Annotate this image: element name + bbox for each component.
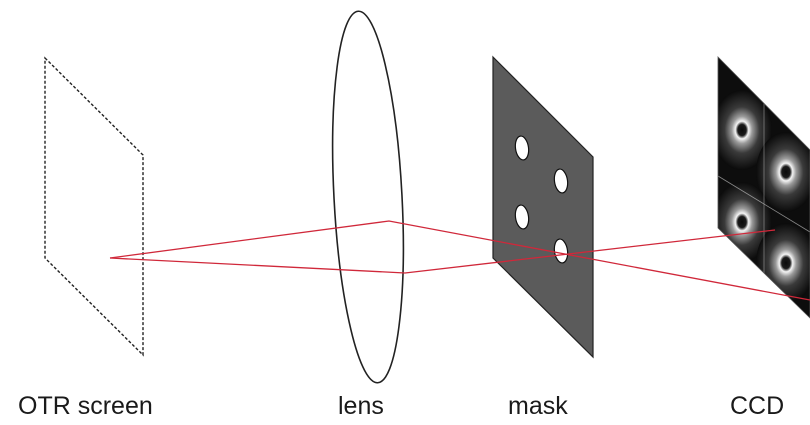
light-rays (109, 220, 810, 301)
ccd-label: CCD (730, 392, 785, 420)
ray-lower (109, 229, 776, 274)
ccd-spot (718, 90, 772, 170)
lens-label: lens (338, 392, 384, 420)
otr-screen (44, 56, 144, 357)
ray-upper (109, 220, 810, 301)
mask-hole (553, 168, 569, 194)
lens (331, 10, 405, 384)
mask-hole (514, 135, 530, 161)
ccd-spot (756, 132, 810, 212)
ccd-sensor (717, 56, 810, 319)
otr-screen-label: OTR screen (18, 392, 153, 420)
mask-hole (514, 204, 530, 230)
mask-label: mask (508, 392, 568, 420)
mask (492, 55, 594, 359)
